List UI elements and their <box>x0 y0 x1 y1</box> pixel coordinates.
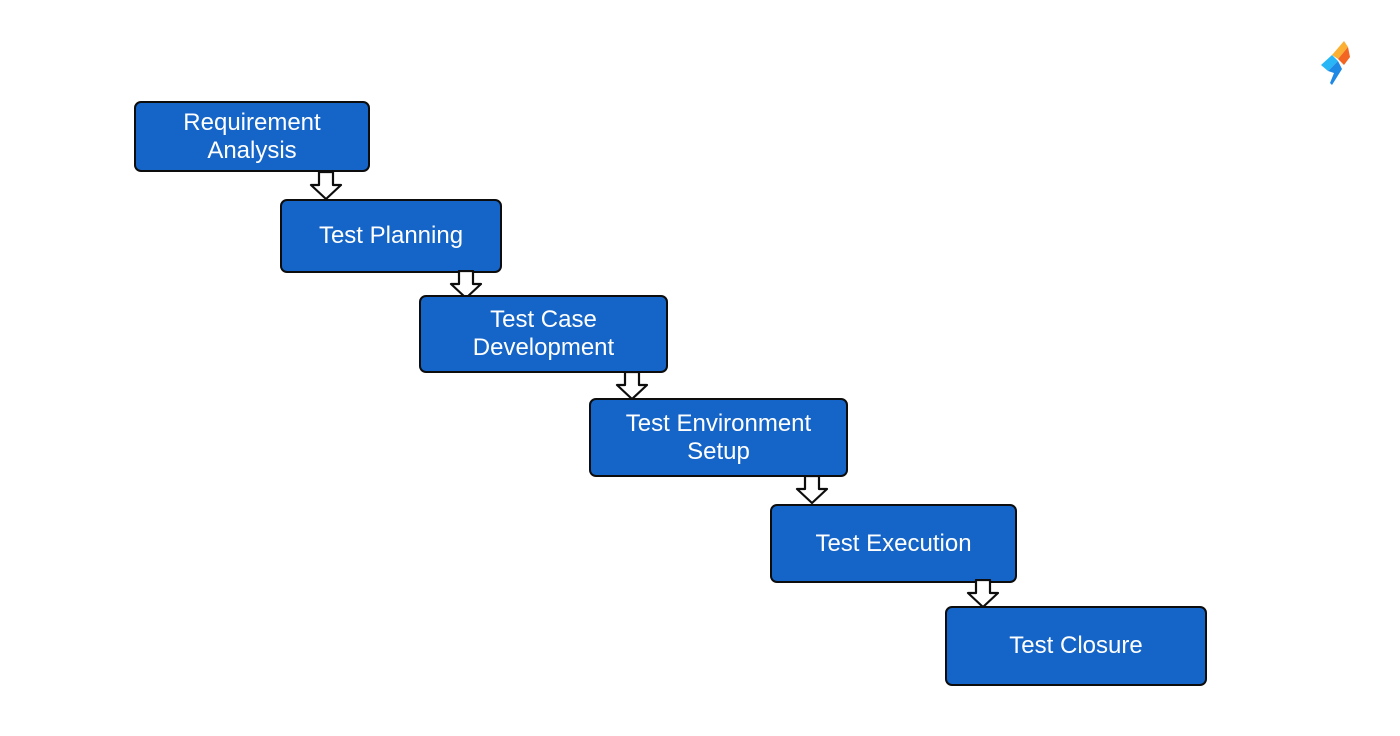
step-label-line1: Test Case <box>490 306 597 333</box>
down-arrow-icon <box>966 579 1000 609</box>
down-arrow-icon <box>309 171 343 201</box>
step-label: Test Planning <box>319 222 463 250</box>
step-label-line1: Requirement <box>183 108 321 136</box>
step-test-environment-setup: Test Environment Setup <box>589 398 848 477</box>
step-label: Test Environment Setup <box>626 410 811 466</box>
down-arrow-icon <box>795 475 829 505</box>
step-label: Test Closure <box>1009 632 1142 660</box>
step-label-line1: Test Environment <box>625 409 812 437</box>
down-arrow-icon <box>449 270 483 300</box>
brand-logo-icon <box>1318 39 1352 87</box>
step-requirement-analysis: Requirement Analysis <box>134 101 370 172</box>
step-label-line2: Analysis <box>207 136 297 164</box>
step-label: Test Case Development <box>473 306 614 362</box>
step-label-line1: Test Closure <box>1009 632 1143 659</box>
step-label-line2: Setup <box>687 437 750 465</box>
step-test-execution: Test Execution <box>770 504 1017 583</box>
step-label: Requirement Analysis <box>183 109 320 165</box>
step-label-line1: Test Execution <box>815 529 972 557</box>
step-test-case-development: Test Case Development <box>419 295 668 373</box>
step-label-line1: Test Planning <box>318 222 464 249</box>
step-test-planning: Test Planning <box>280 199 502 273</box>
step-label: Test Execution <box>815 530 971 558</box>
down-arrow-icon <box>615 371 649 401</box>
step-test-closure: Test Closure <box>945 606 1207 686</box>
step-label-line2: Development <box>472 334 615 361</box>
